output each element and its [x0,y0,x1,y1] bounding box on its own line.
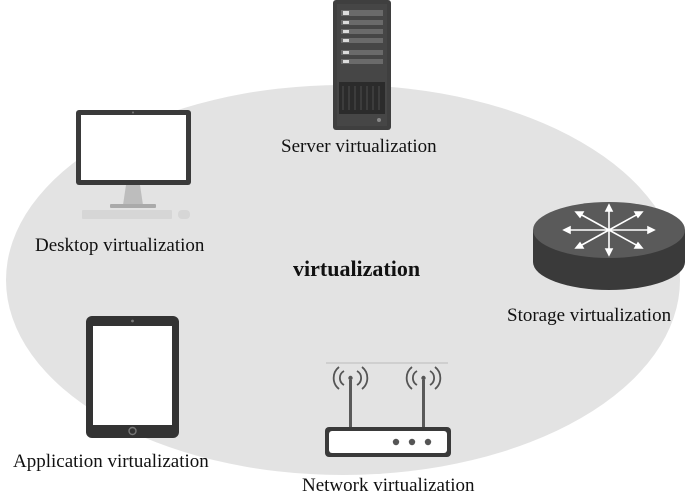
router-icon [533,202,685,290]
server-icon [333,0,391,130]
server-virtualization-label: Server virtualization [281,136,437,157]
application-virtualization-label: Application virtualization [13,451,209,472]
desktop-virtualization-label: Desktop virtualization [35,235,205,256]
desktop-monitor-icon [76,110,191,219]
storage-virtualization-label: Storage virtualization [507,306,672,325]
wireless-router-icon [325,362,451,457]
network-virtualization-label: Network virtualization [302,475,475,496]
tablet-icon [86,316,179,438]
center-virtualization-label: virtualization [293,256,421,281]
